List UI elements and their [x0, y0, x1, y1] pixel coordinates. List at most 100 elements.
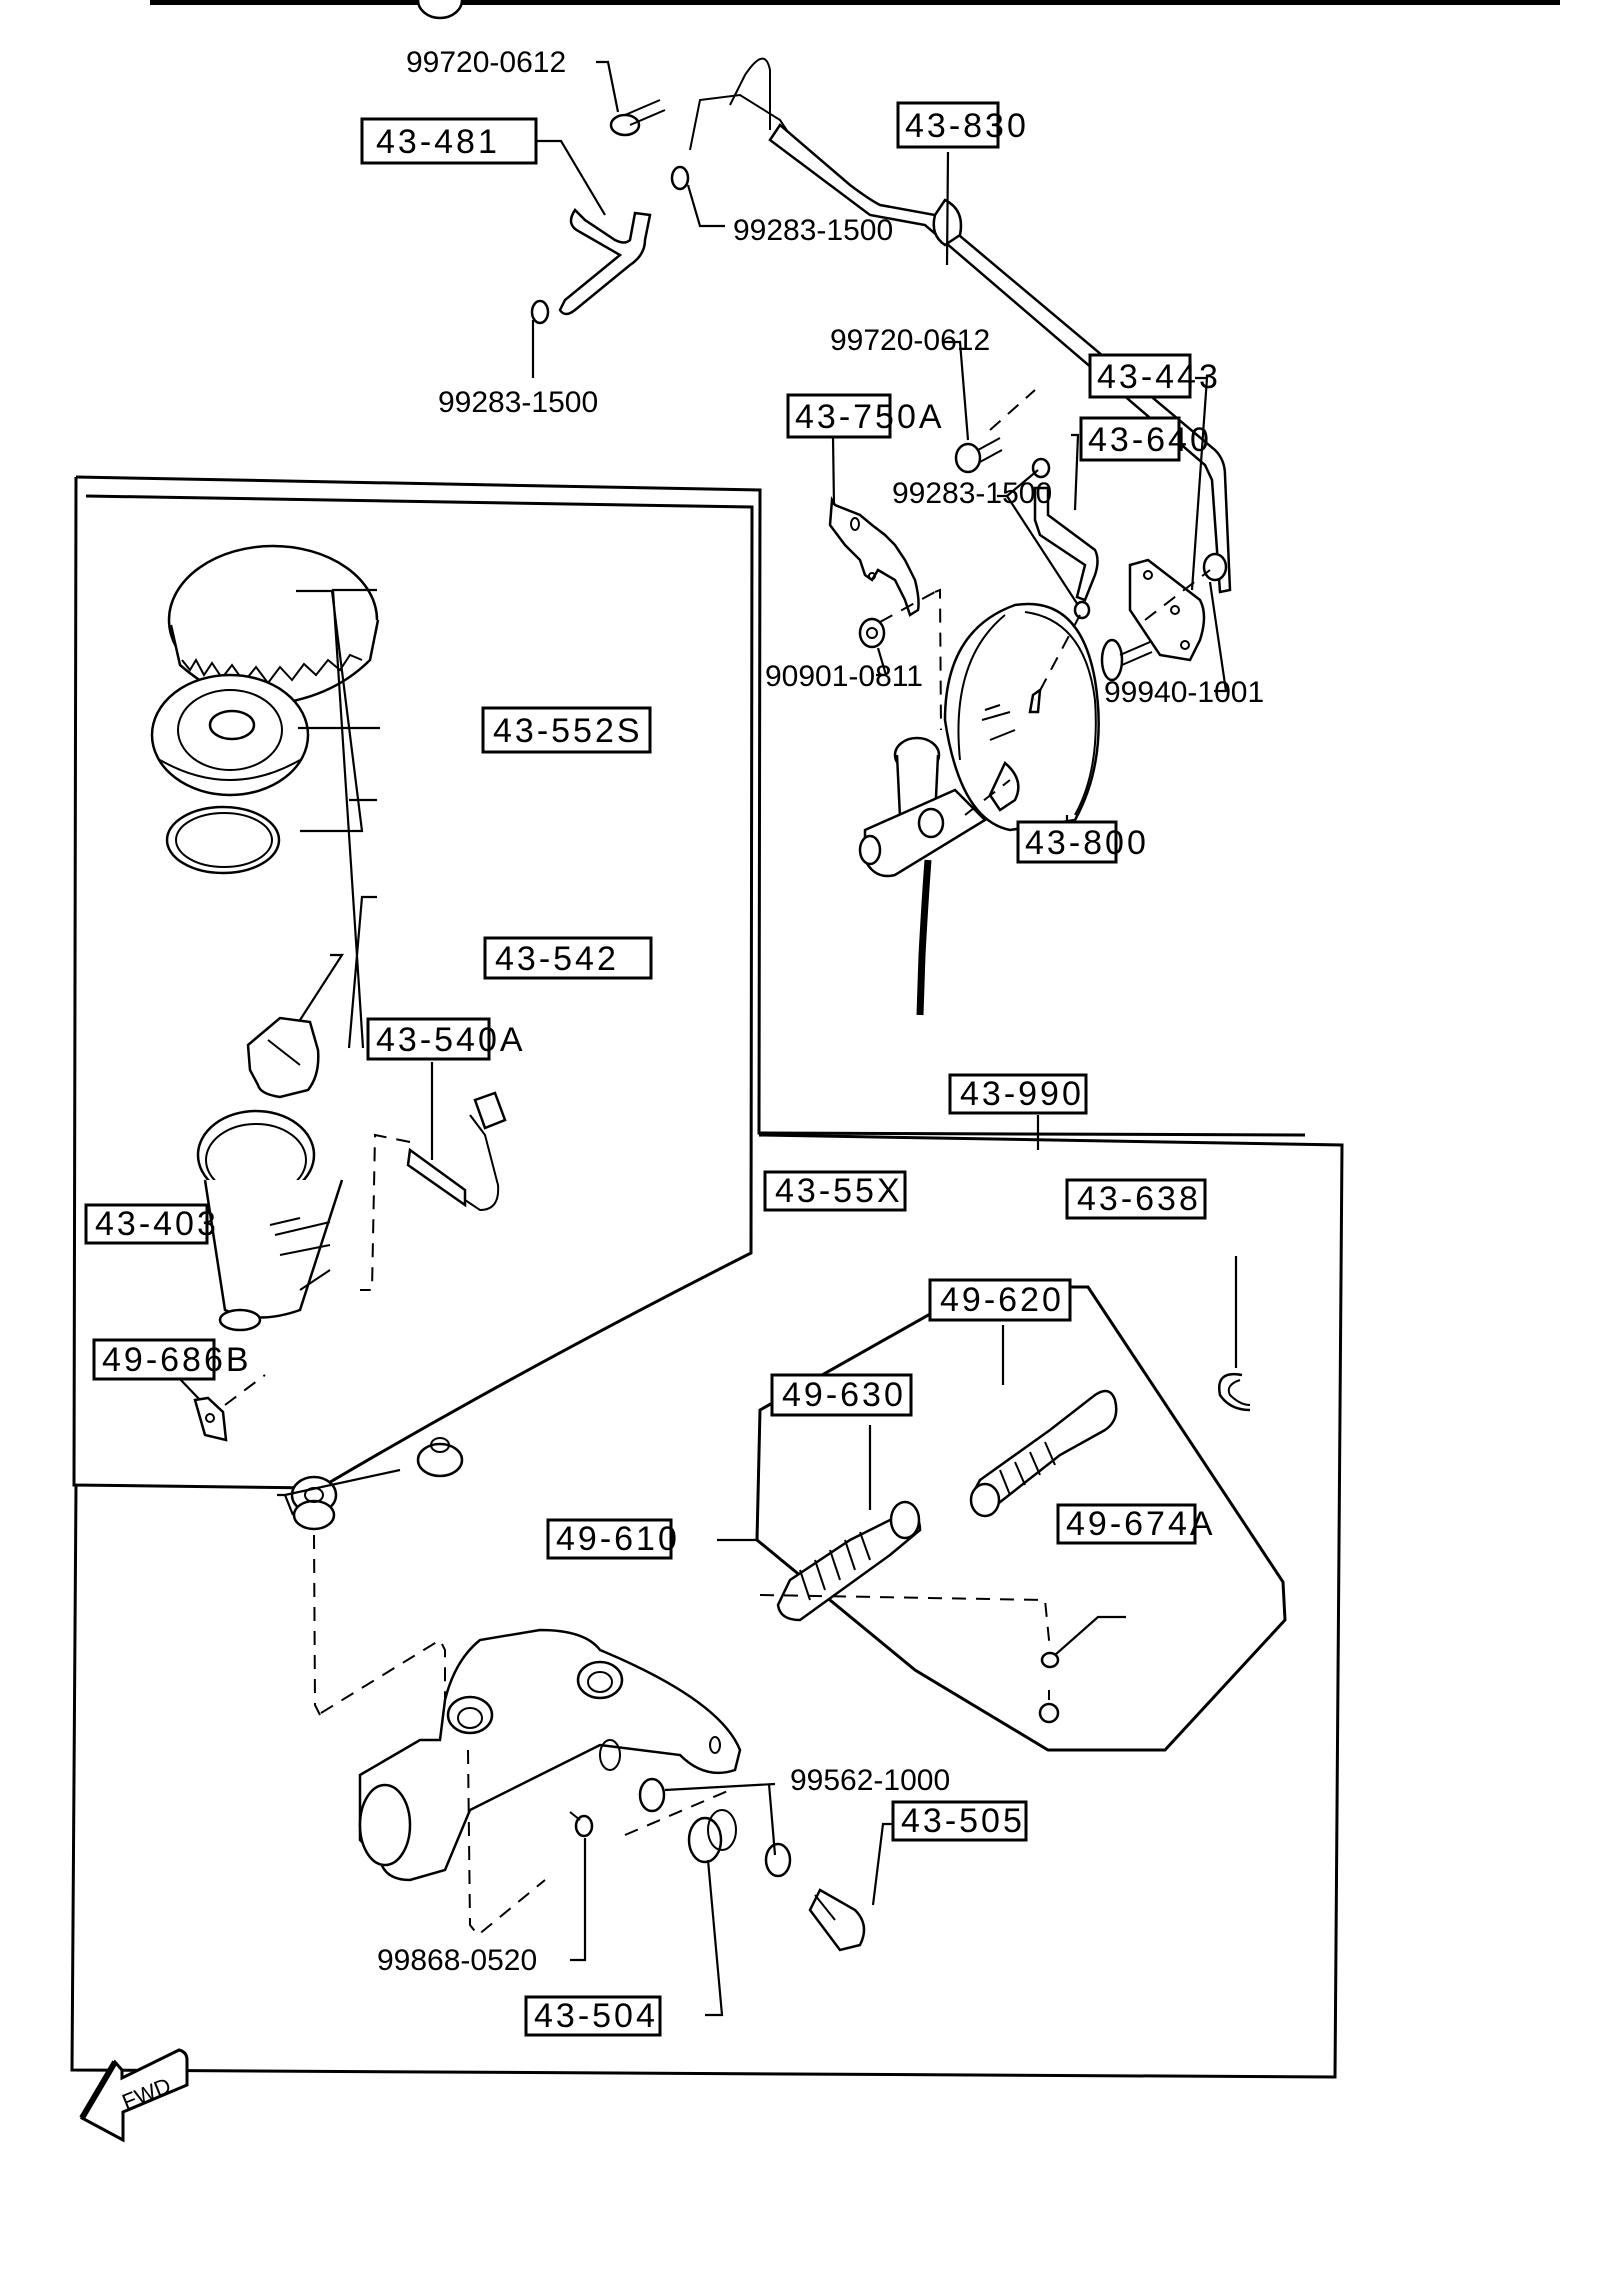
- dashed-booster-hose: [1034, 614, 1081, 701]
- part-label-text: 43-505: [901, 1802, 1025, 1840]
- washer-99562-1000-b: [764, 1842, 792, 1878]
- reservoir-seal-ring: [165, 805, 281, 875]
- vacuum-hose-assembly: [530, 57, 1232, 594]
- dashed-grommet-down-2: [320, 1638, 446, 1810]
- part-label-text: 43-638: [1077, 1180, 1201, 1218]
- part-label-text: 43-800: [1025, 824, 1149, 862]
- dashed-mc-down: [467, 1749, 546, 1937]
- screw-99720-0612-right: [954, 437, 1003, 474]
- nut-90901-0811: [858, 617, 886, 649]
- bolt-43-505: [808, 1888, 866, 1952]
- part-number-99940-1001[interactable]: 99940-1001: [1104, 676, 1264, 709]
- dashed-mc-outlet: [624, 1789, 731, 1836]
- gasket-43-443: [1128, 558, 1206, 662]
- part-label-43-443[interactable]: 43-443: [1088, 353, 1221, 399]
- dashed-tank-bracket: [224, 1374, 266, 1406]
- leader-43-640: [1071, 433, 1080, 511]
- frame-43-55X-outer: [75, 475, 1306, 1137]
- leader-99720-0612-top: [596, 60, 620, 113]
- part-label-49-686B[interactable]: 49-686B: [92, 1338, 252, 1381]
- leader-99720-0612-right: [942, 340, 970, 441]
- part-label-49-674A[interactable]: 49-674A: [1056, 1503, 1216, 1545]
- leader-99868-0520: [570, 1838, 587, 1962]
- master-cylinder-body: [358, 1628, 742, 1882]
- part-number-99562-1000[interactable]: 99562-1000: [790, 1764, 950, 1797]
- reservoir-strainer: [150, 673, 310, 797]
- part-label-43-505[interactable]: 43-505: [891, 1800, 1028, 1842]
- fwd-arrow-icon: [79, 2048, 189, 2143]
- part-label-text: 43-750A: [795, 398, 945, 436]
- leader-43-505: [871, 1822, 893, 1906]
- primary-piston-49-630: [776, 1500, 922, 1622]
- part-number-99283-1500-mid[interactable]: 99283-1500: [733, 214, 893, 247]
- dashed-bracket-nut: [879, 591, 936, 623]
- baffle-43-542: [246, 1016, 320, 1099]
- dashed-sensor: [360, 1133, 411, 1291]
- leader-43-552S: [331, 588, 377, 1049]
- screw-99868-0520: [569, 1811, 594, 1838]
- part-label-43-542[interactable]: 43-542: [483, 936, 653, 980]
- part-label-text: 43-55X: [775, 1172, 903, 1210]
- bracket-43-750A: [828, 496, 920, 617]
- part-label-43-552S[interactable]: 43-552S: [481, 706, 652, 754]
- part-label-43-640[interactable]: 43-640: [1079, 416, 1212, 462]
- part-label-text: 43-504: [534, 1997, 658, 2035]
- part-number-99720-0612-right[interactable]: 99720-0612: [830, 324, 990, 357]
- fwd-direction-arrow: FWD: [79, 2048, 189, 2143]
- leader-99283-1500-mid: [686, 184, 725, 228]
- part-label-text: 43-830: [905, 107, 1029, 145]
- leader-43-504: [705, 1859, 724, 2017]
- part-label-43-638[interactable]: 43-638: [1065, 1178, 1207, 1220]
- dashed-bracket-vertical: [934, 588, 942, 731]
- hose-43-640: [1031, 457, 1099, 620]
- dashed-piston-line: [759, 1594, 1051, 1651]
- top-border-rule: [150, 0, 1560, 5]
- part-label-49-620[interactable]: 49-620: [928, 1278, 1072, 1322]
- washer-99562-1000-a: [638, 1777, 666, 1813]
- stop-bolt: [1038, 1690, 1060, 1724]
- outlet-fitting-43-504: [687, 1809, 737, 1864]
- leader-43-443: [1190, 376, 1209, 591]
- part-label-text: 43-403: [95, 1205, 219, 1243]
- part-label-text: 43-990: [960, 1075, 1084, 1113]
- leader-49-674A: [1054, 1615, 1126, 1656]
- part-label-text: 43-640: [1088, 421, 1212, 459]
- part-label-43-55X[interactable]: 43-55X: [763, 1170, 907, 1212]
- grommet-49-686B-a: [416, 0, 464, 1478]
- part-label-text: 49-610: [556, 1520, 680, 1558]
- part-label-43-403[interactable]: 43-403: [84, 1203, 219, 1245]
- leader-99562-1000: [664, 1782, 777, 1856]
- part-label-text: 49-686B: [102, 1341, 252, 1379]
- part-label-43-800[interactable]: 43-800: [1016, 820, 1149, 864]
- leader-99940-1001: [1208, 581, 1228, 693]
- part-number-90901-0811[interactable]: 90901-0811: [765, 660, 923, 693]
- part-label-text: 43-443: [1097, 358, 1221, 396]
- part-label-text: 43-481: [376, 123, 500, 161]
- part-label-43-830[interactable]: 43-830: [896, 101, 1029, 149]
- leader-49-686B: [277, 1468, 401, 1516]
- o-ring-49-674A: [1040, 1651, 1060, 1669]
- reservoir-tank: [196, 1109, 344, 1332]
- part-number-99868-0520[interactable]: 99868-0520: [377, 1944, 537, 1977]
- frame-43-990: [70, 1133, 1344, 2079]
- secondary-piston-49-620: [969, 1389, 1118, 1518]
- part-number-99283-1500-right[interactable]: 99283-1500: [892, 477, 1052, 510]
- part-label-43-750A[interactable]: 43-750A: [786, 393, 945, 439]
- leader-43-830: [945, 151, 950, 266]
- part-label-43-504[interactable]: 43-504: [524, 1995, 662, 2037]
- part-label-49-630[interactable]: 49-630: [770, 1373, 913, 1417]
- part-number-99720-0612-top[interactable]: 99720-0612: [406, 46, 566, 79]
- part-label-text: 49-630: [782, 1376, 906, 1414]
- frame-43-55X-inner: [72, 476, 754, 1490]
- part-label-49-610[interactable]: 49-610: [546, 1518, 680, 1560]
- bracket-43-403: [193, 1396, 228, 1442]
- part-label-43-481[interactable]: 43-481: [360, 117, 538, 165]
- dashed-screw-line-right: [989, 389, 1036, 431]
- part-label-43-540A[interactable]: 43-540A: [366, 1017, 526, 1061]
- part-label-text: 49-620: [940, 1281, 1064, 1319]
- part-number-99283-1500-left[interactable]: 99283-1500: [438, 386, 598, 419]
- leader-99283-1500-right: [997, 469, 1079, 606]
- snap-ring-43-638: [1218, 1372, 1251, 1412]
- part-label-43-990[interactable]: 43-990: [948, 1073, 1088, 1115]
- leader-43-552S-bracket: [296, 589, 380, 833]
